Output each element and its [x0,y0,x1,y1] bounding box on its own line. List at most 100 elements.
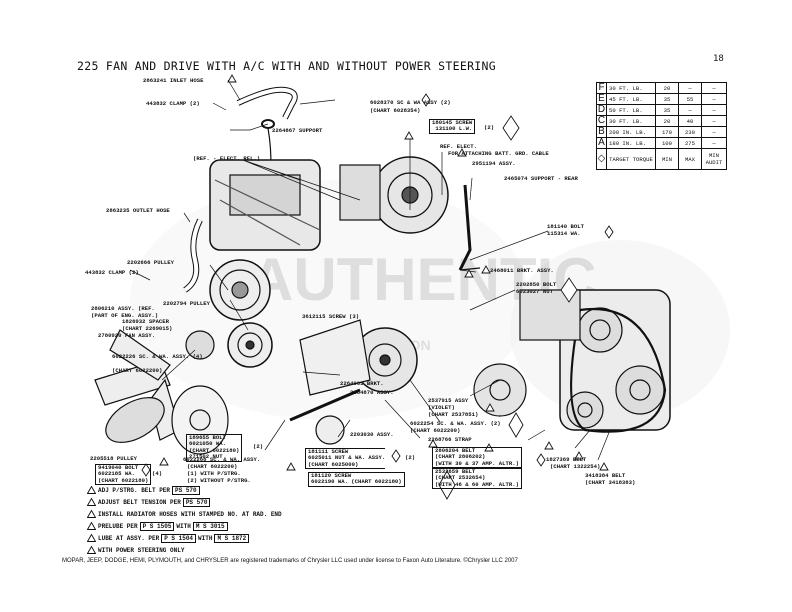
callout-assy-2264870: 2264870 ASSY. [350,389,394,396]
note-text: PRELUBE PER [98,522,138,530]
torque-letter: E [596,93,607,105]
callout-screw-3612115: 3612115 SCREW (3) [302,313,360,320]
callout-assy-2203030: 2203030 ASSY. [350,431,394,438]
callout-fan-2780920: 2780920 FAN ASSY. [98,332,156,339]
callout-support: 2264867 SUPPORT [272,127,323,134]
torque-audit: — [701,82,727,94]
torque-min: 20 [655,82,679,94]
callout-chart-2537851: (CHART 2537851) [428,411,479,418]
note-text: ADJ P/STRG. BELT PER [98,486,171,494]
torque-letter: D [596,104,607,116]
torque-letter: F [596,82,607,94]
callout-part-of-eng: (PART OF ENG. ASSY.) [91,312,159,319]
torque-diamond-icon: ◇ [596,148,607,170]
fan-assembly [94,329,229,455]
spec-reference: P S 1505 [139,521,175,531]
callout-pulley-2202794: 2202794 PULLEY [163,300,210,307]
callout-strap-2268766: 2268766 STRAP [428,436,472,443]
torque-target: 50 FT. LB. [606,104,656,116]
torque-diamond-icon [560,277,578,303]
torque-diamond-icon [604,225,614,239]
callout-sc-6022266: 6022266 SC. & WA. ASSY. [183,456,261,463]
torque-diamond-icon [391,449,401,463]
torque-audit: — [701,126,727,138]
torque-target: 180 IN. LB. [606,137,656,149]
warning-triangle-icon [87,546,96,554]
callout-assy-2951194: 2951194 ASSY. [472,160,516,167]
torque-letter: C [596,115,607,127]
torque-min: 35 [655,104,679,116]
torque-min: 35 [655,93,679,105]
callout-ref-elect: REF. ELECT. [440,143,477,150]
support-rear [458,184,472,271]
torque-min: 20 [655,115,679,127]
callout-screw-181120: 181120 SCREW 6022190 WA. (CHART 6022180) [308,472,405,487]
warning-triangle-icon [87,498,96,506]
torque-diamond-icon [508,412,524,438]
torque-target: 30 FT. LB. [606,82,656,94]
callout-without-pstrg: (2) WITHOUT P/STRG. [187,477,251,484]
torque-diamond-icon [438,470,456,500]
note-with: WITH [176,522,191,530]
torque-max: 230 [678,126,702,138]
callout-qty: (2) [484,124,495,131]
callout-brkt-2468011: 2468011 BRKT. ASSY. [490,267,554,274]
torque-max: — [678,82,702,94]
torque-max: 55 [678,93,702,105]
callout-qty-4: (4) [152,470,163,477]
note-with: WITH [198,534,213,542]
callout-bolt-181140: 181140 BOLT [547,223,584,230]
callout-qty-2b: (2) [253,443,264,450]
warning-triangle-icon [87,486,96,494]
callout-chart-3418383: (CHART 3418383) [585,479,636,486]
note-text: ADJUST BELT TENSION PER [98,498,181,506]
warning-triangle-icon [87,522,96,530]
torque-diamond-icon [536,453,546,467]
note-item: INSTALL RADIATOR HOSES WITH STAMPED NO. … [87,508,282,520]
note-item: WITH POWER STEERING ONLY [87,544,282,556]
torque-diamond-icon [421,93,431,107]
torque-target: 30 FT. LB. [606,115,656,127]
note-text: LUBE AT ASSY. PER [98,534,160,542]
callout-screw-180145: 180145 SCREW 131100 L.W. [429,119,476,134]
callout-with-pstrg: (1) WITH P/STRG. [187,470,241,477]
callout-inlet-hose: 2863241 INLET HOSE [143,77,204,84]
torque-diamond-icon [141,463,151,477]
header-max: MAX [678,148,702,170]
callout-sc-6022254: 6022254 SC. & WA. ASSY. (2) [410,420,501,427]
torque-max: 275 [678,137,702,149]
header-min: MIN [655,148,679,170]
warning-triangle-icon [87,534,96,542]
torque-min: 100 [655,137,679,149]
torque-target: 45 FT. LB. [606,93,656,105]
spec-reference: PS 570 [182,497,211,507]
callout-bolt-9419040: 9419040 BOLT 6022185 WA. (CHART 6022180) [95,464,152,486]
torque-letter: A [596,137,607,149]
callout-clamp-bottom: 443832 CLAMP (2) [85,269,139,276]
header-min-audit: MIN AUDIT [701,148,727,170]
torque-target: 200 IN. LB. [606,126,656,138]
callout-assy-2806210: 2806210 ASSY. (REF. [91,305,155,312]
callout-assy-2537915: 2537915 ASSY [428,397,469,404]
callout-brkt-2264065: 2264065 BRKT. [340,380,384,387]
page-title: 225 FAN AND DRIVE WITH A/C WITH AND WITH… [77,59,496,73]
callout-support-rear: 2465074 SUPPORT - REAR [504,175,578,182]
page-number: 18 [713,54,724,64]
torque-max: — [678,104,702,116]
callout-belt-2532659: 2532659 BELT (CHART 2532654) (WITH 46 & … [432,468,522,490]
callout-screw-181111: 181111 SCREW 6025011 NUT & WA. ASSY. (CH… [305,448,386,470]
callout-pulley-2202666: 2202666 PULLEY [127,259,174,266]
note-text: WITH POWER STEERING ONLY [98,546,185,554]
callout-qty-2c: (2) [405,454,416,461]
spec-reference: P S 1504 [161,533,197,543]
